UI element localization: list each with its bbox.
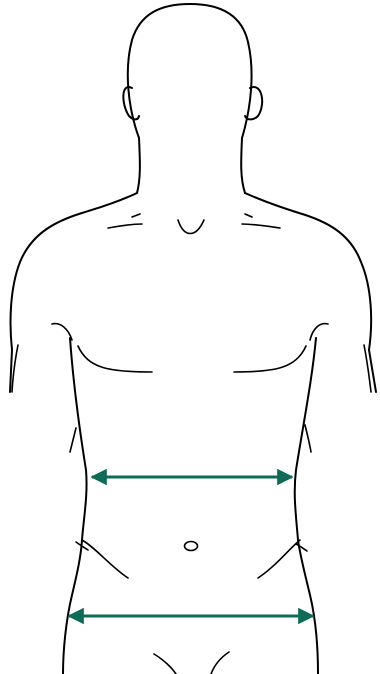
neck-left — [137, 138, 140, 193]
left-chest — [78, 346, 152, 372]
right-groin-line — [211, 652, 229, 674]
right-collarbone — [242, 224, 280, 228]
right-collar-accent — [245, 214, 252, 217]
right-shoulder-arm — [245, 193, 376, 392]
left-groin-line — [154, 654, 176, 674]
left-rib-line — [70, 428, 76, 452]
right-chest — [234, 346, 306, 372]
head-outline — [128, 4, 252, 138]
measurement-arrows — [69, 477, 313, 616]
left-collarbone — [108, 224, 142, 228]
navel — [185, 542, 198, 551]
right-armpit — [310, 324, 328, 340]
body-outline — [10, 4, 376, 674]
left-hip-contour — [82, 540, 128, 578]
right-waist-crease — [296, 544, 307, 551]
left-torso-side — [63, 338, 87, 674]
neck-right — [241, 138, 245, 193]
right-hip-contour — [258, 540, 300, 578]
right-rib-line — [305, 425, 311, 452]
left-shoulder-arm — [10, 193, 137, 392]
left-collar-accent — [132, 214, 140, 217]
neck-notch — [178, 220, 204, 234]
right-torso-side — [295, 338, 318, 674]
left-armpit — [52, 324, 72, 340]
